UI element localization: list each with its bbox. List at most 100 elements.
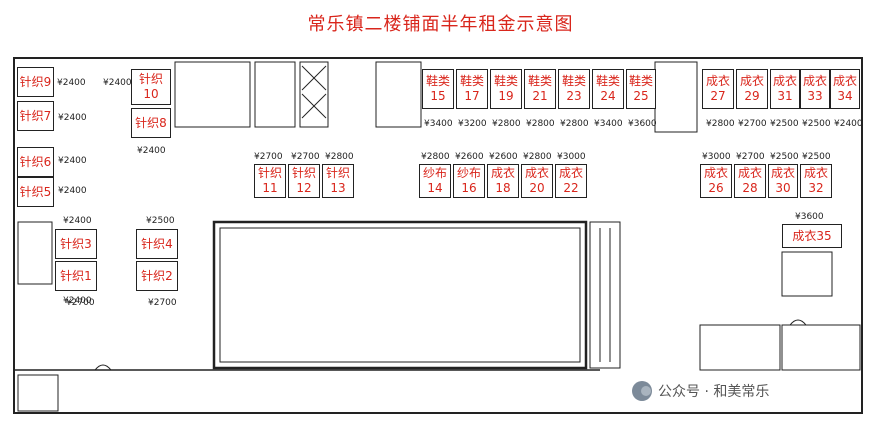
rent-price: ¥2800 bbox=[560, 119, 589, 129]
shop-label: 针织1 bbox=[60, 268, 92, 283]
stair-core-2 bbox=[375, 61, 422, 128]
shop-number: 16 bbox=[461, 181, 477, 195]
rent-price: ¥3200 bbox=[458, 119, 487, 129]
rent-price: ¥2400 bbox=[57, 78, 86, 88]
rent-price: ¥2700 bbox=[66, 298, 95, 308]
shop-number: 22 bbox=[563, 181, 579, 195]
stair-core bbox=[254, 61, 296, 128]
shop-label: 成衣 bbox=[737, 166, 762, 180]
shop-zz9: 针织9 bbox=[17, 67, 54, 97]
shop-label: 针织4 bbox=[141, 236, 173, 251]
rent-price: ¥2500 bbox=[770, 119, 799, 129]
rent-price: ¥2800 bbox=[325, 152, 354, 162]
shop-number: 25 bbox=[633, 89, 649, 103]
rent-price: ¥2400 bbox=[63, 216, 92, 226]
shop-label: 成衣 bbox=[772, 74, 797, 88]
rent-price: ¥2500 bbox=[770, 152, 799, 162]
shop-number: 31 bbox=[777, 89, 793, 103]
rent-price: ¥2400 bbox=[834, 119, 863, 129]
shop-label: 鞋类 bbox=[493, 74, 518, 88]
shop-zz8: 针织8 bbox=[131, 108, 171, 138]
shop-label: 针织5 bbox=[19, 184, 52, 199]
rent-price: ¥2400 bbox=[103, 78, 132, 88]
rent-price: ¥2700 bbox=[291, 152, 320, 162]
shop-label: 针织 bbox=[325, 166, 350, 180]
shop-number: 23 bbox=[566, 89, 582, 103]
door-swing bbox=[789, 319, 807, 326]
shop-label: 成衣 bbox=[490, 166, 515, 180]
rent-price: ¥3400 bbox=[424, 119, 453, 129]
shop-label: 针织2 bbox=[141, 268, 173, 283]
stair-right bbox=[781, 251, 833, 297]
shop-label: 鞋类 bbox=[595, 74, 620, 88]
shop-zz7: 针织7 bbox=[17, 101, 54, 131]
shop-number: 33 bbox=[807, 89, 823, 103]
shop-zz4: 针织4 bbox=[136, 229, 178, 259]
shop-label: 针织10 bbox=[138, 72, 163, 101]
escalator bbox=[589, 221, 621, 369]
watermark-text: 公众号 · 和美常乐 bbox=[658, 384, 770, 400]
shop-label: 鞋类 bbox=[459, 74, 484, 88]
shop-number: 18 bbox=[495, 181, 511, 195]
elevator-x bbox=[301, 65, 327, 91]
stair-core-3 bbox=[654, 61, 698, 133]
rent-price: ¥2500 bbox=[802, 152, 831, 162]
shop-number: 27 bbox=[710, 89, 726, 103]
shop-label: 鞋类 bbox=[527, 74, 552, 88]
rent-price: ¥2500 bbox=[146, 216, 175, 226]
shop-number: 21 bbox=[532, 89, 548, 103]
shop-zz2: 针织2 bbox=[136, 261, 178, 291]
rent-price: ¥3400 bbox=[594, 119, 623, 129]
shop-label: 成衣 bbox=[770, 166, 795, 180]
shop-number: 20 bbox=[529, 181, 545, 195]
room-right-a bbox=[699, 324, 781, 371]
shop-number: 15 bbox=[430, 89, 446, 103]
central-atrium bbox=[212, 220, 588, 370]
shop-number: 19 bbox=[498, 89, 514, 103]
shop-label: 纱布 bbox=[456, 166, 481, 180]
shop-zz5: 针织5 bbox=[17, 177, 54, 207]
shop-number: 13 bbox=[330, 181, 346, 195]
shop-zz10: 针织10 bbox=[131, 69, 171, 105]
shop-zz3: 针织3 bbox=[55, 229, 97, 259]
wechat-icon bbox=[632, 381, 652, 401]
rent-price: ¥2600 bbox=[455, 152, 484, 162]
shop-label: 鞋类 bbox=[425, 74, 450, 88]
rent-price: ¥2700 bbox=[148, 298, 177, 308]
rent-price: ¥2800 bbox=[492, 119, 521, 129]
shop-number: 24 bbox=[600, 89, 616, 103]
watermark: 公众号 · 和美常乐 bbox=[632, 381, 769, 401]
rent-price: ¥2800 bbox=[421, 152, 450, 162]
shop-zz6: 针织6 bbox=[17, 147, 54, 177]
shop-label: 针织6 bbox=[19, 154, 52, 169]
shop-number: 32 bbox=[808, 181, 824, 195]
shop-label: 针织 bbox=[291, 166, 316, 180]
shop-label: 针织9 bbox=[19, 74, 52, 89]
shop-label: 成衣35 bbox=[792, 228, 832, 243]
shop-number: 30 bbox=[775, 181, 791, 195]
shop-label: 成衣 bbox=[703, 166, 728, 180]
rent-price: ¥2600 bbox=[489, 152, 518, 162]
door-swing bbox=[94, 364, 112, 371]
elevator-core bbox=[299, 61, 329, 128]
shop-label: 成衣 bbox=[739, 74, 764, 88]
rent-price: ¥2400 bbox=[137, 146, 166, 156]
stair-left bbox=[17, 221, 53, 285]
shop-zz1: 针织1 bbox=[55, 261, 97, 291]
shop-label: 成衣 bbox=[705, 74, 730, 88]
shop-label: 针织7 bbox=[19, 108, 52, 123]
